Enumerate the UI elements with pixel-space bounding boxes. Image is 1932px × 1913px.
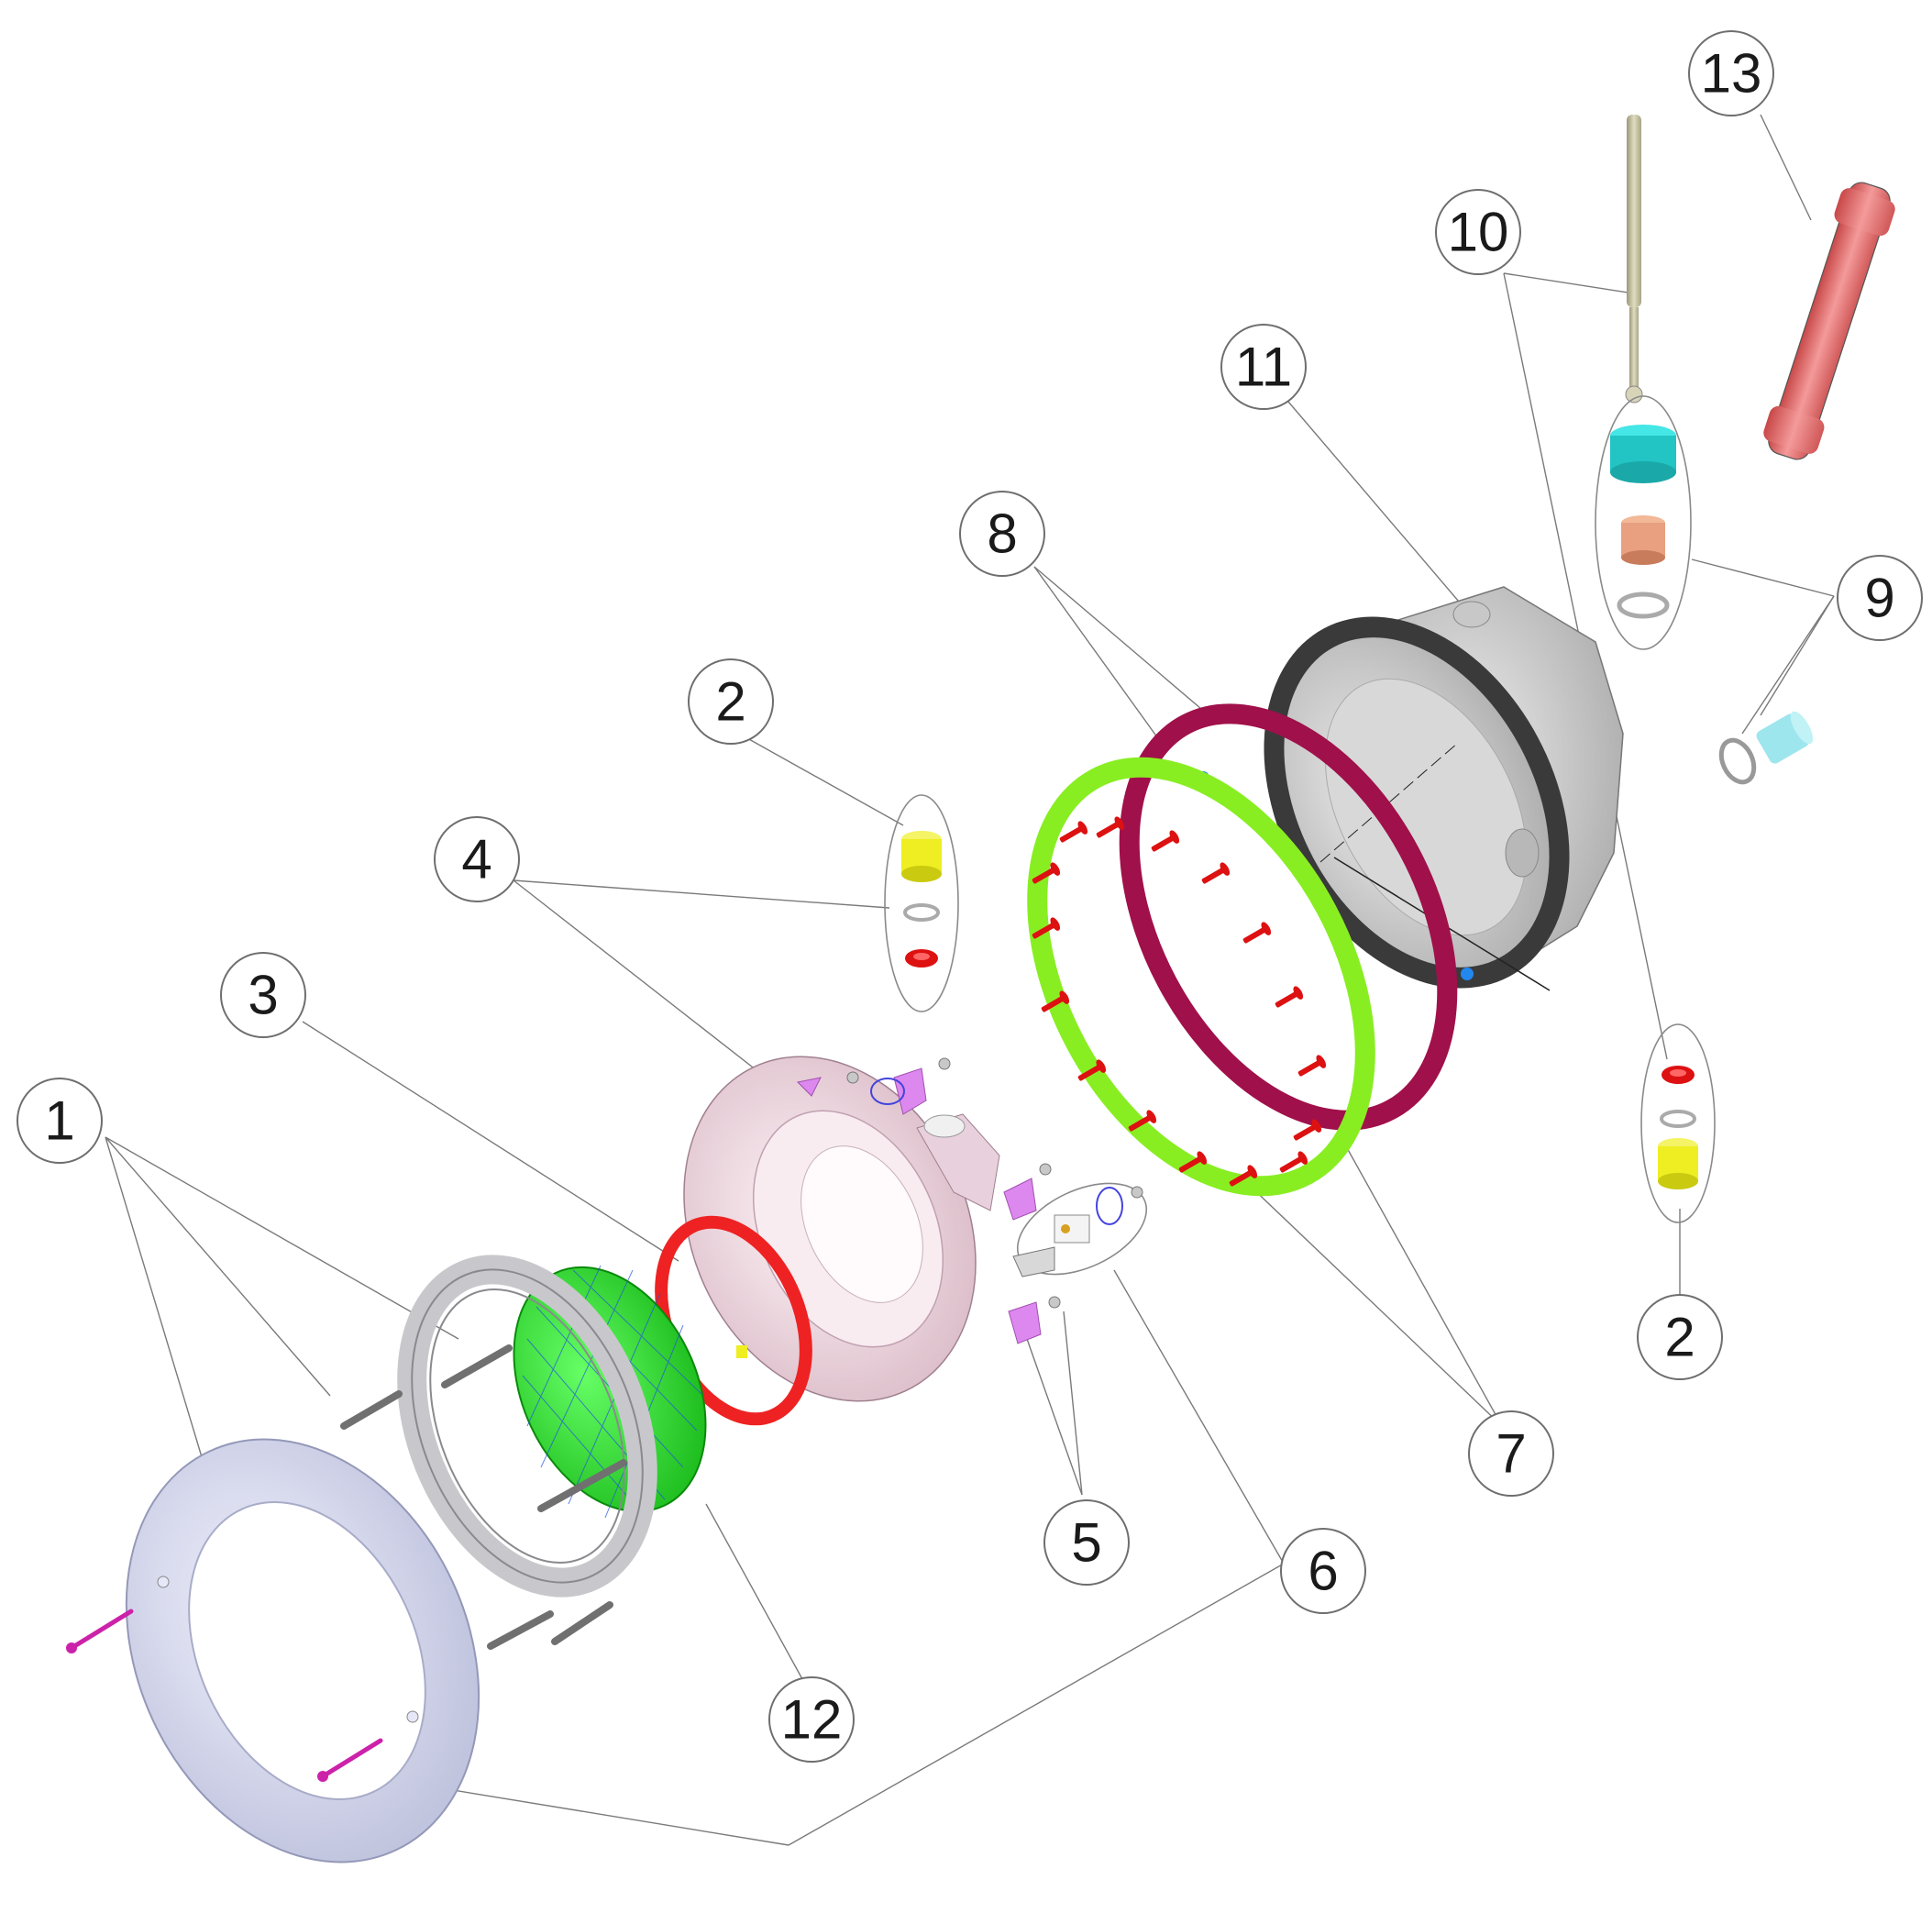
callout-4-label: 4 [461,829,491,890]
cable-rod [1625,115,1643,404]
callout-3-label: 3 [248,965,278,1026]
fixing-screws [1032,816,1327,1187]
callout-13-label: 13 [1701,43,1762,105]
wire-loop [870,1078,905,1105]
hex-nuts [846,1057,1061,1309]
callout-11-label: 11 [1235,337,1292,398]
callout-6: 6 [1280,1528,1366,1614]
front-trim-ring [66,1438,480,1863]
callout-9-label: 9 [1864,568,1894,629]
callout-13: 13 [1688,30,1774,116]
callout-3: 3 [220,952,306,1038]
callout-2-top: 2 [688,658,774,745]
conduit-tube [1763,182,1895,460]
callout-1-label: 1 [44,1090,74,1152]
callout-11: 11 [1220,324,1307,410]
callout-5-label: 5 [1071,1512,1101,1574]
cable-gland-kit-top [884,794,959,1012]
callout-4: 4 [434,816,520,902]
cable-gland-set-top [1595,395,1692,650]
callout-10-label: 10 [1448,202,1509,263]
cable-gland-set-side [1718,711,1814,785]
callout-1: 1 [17,1078,103,1164]
callout-9: 9 [1837,555,1923,641]
clamp-bolts [340,1344,627,1650]
leader-lines [105,114,1835,1846]
niche-housing [1197,586,1624,991]
reflector-housing [683,1056,1000,1402]
callout-2-bottom-label: 2 [1664,1307,1695,1368]
callout-5: 5 [1043,1499,1130,1586]
clamp-ring [397,1255,657,1598]
cable-gland-kit-bottom [1640,1023,1716,1223]
gasket-green [1027,757,1375,1197]
callout-6-label: 6 [1308,1541,1338,1602]
callout-2-top-label: 2 [715,671,745,733]
mounting-brackets [796,1067,1042,1344]
callout-7-label: 7 [1496,1423,1526,1485]
callout-12: 12 [768,1676,855,1763]
callout-8: 8 [959,491,1045,577]
callout-2-bottom: 2 [1637,1294,1723,1380]
callout-10: 10 [1435,189,1521,275]
gasket-purple [1119,703,1458,1131]
callout-7: 7 [1468,1410,1554,1497]
terminal-block-set [1012,1182,1148,1277]
callout-12-label: 12 [781,1689,843,1751]
callout-8-label: 8 [987,503,1017,565]
